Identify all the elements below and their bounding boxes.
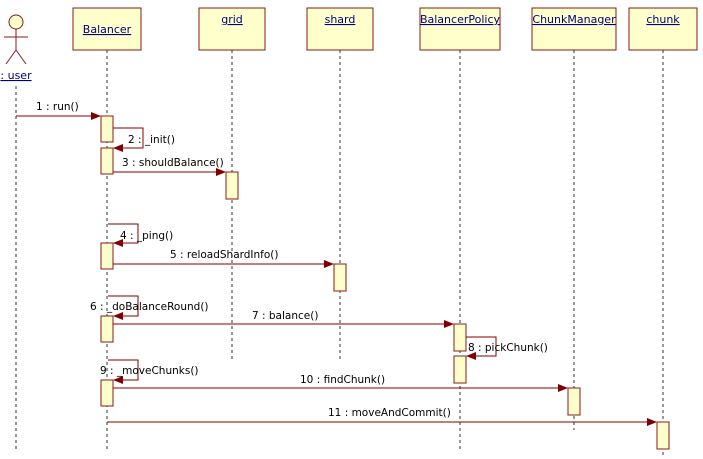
lifeline-chunk-box: [628, 7, 698, 51]
message-balance-label: 7 : balance(): [252, 310, 318, 322]
lifeline-shard-label: shard: [325, 13, 356, 26]
message-dobalanceround-arrow: [108, 295, 139, 320]
message-moveandcommit: 11 : moveAndCommit(): [107, 407, 657, 426]
lifeline-chunk: chunk: [628, 7, 698, 455]
message-init-arrow: [113, 127, 144, 152]
message-movechunks-arrow: [108, 359, 139, 384]
lifeline-balancer-label: Balancer: [83, 23, 132, 36]
message-pickchunk-label: 8 : pickChunk(): [468, 342, 548, 354]
activation-balancer-round: [100, 315, 114, 343]
activation-policy-balance: [453, 323, 467, 352]
message-pickchunk-arrow: [466, 336, 497, 360]
message-ping-label: 4 : _ping(): [120, 230, 173, 242]
message-run-label: 1 : run(): [36, 101, 79, 113]
activation-balancer-init: [100, 147, 114, 175]
message-moveandcommit-label: 11 : moveAndCommit(): [328, 407, 451, 419]
message-findchunk-label: 10 : findChunk(): [300, 374, 385, 386]
message-ping: 4 : _ping(): [108, 223, 173, 247]
actor-left-leg-line: [5, 49, 17, 65]
lifeline-shard-box: [306, 7, 374, 51]
message-balance: 7 : balance(): [113, 310, 454, 328]
activation-shard: [333, 263, 347, 292]
message-run: 1 : run(): [16, 101, 101, 120]
message-ping-arrow: [108, 223, 139, 247]
lifeline-chunkmanager-box: [531, 7, 617, 51]
message-shouldbalance-label: 3 : shouldBalance(): [122, 157, 224, 169]
lifeline-chunk-label: chunk: [646, 13, 680, 26]
lifeline-grid: grid: [198, 7, 266, 360]
activation-balancer-run: [100, 115, 114, 143]
message-dobalanceround: 6 : _doBalanceRound(): [90, 295, 209, 320]
lifeline-chunkmanager-label: ChunkManager: [532, 13, 616, 26]
message-pickchunk: 8 : pickChunk(): [466, 336, 548, 360]
message-dobalanceround-label: 6 : _doBalanceRound(): [90, 301, 209, 313]
message-findchunk: 10 : findChunk(): [113, 374, 568, 392]
message-reloadshardinfo-label: 5 : reloadShardInfo(): [170, 249, 279, 261]
message-init-label: 2 : _init(): [128, 134, 175, 146]
actor-head-icon: [8, 14, 24, 30]
activation-chunkmanager: [567, 387, 581, 416]
activation-balancer-ping: [100, 242, 114, 270]
actor-user: : user: [0, 14, 32, 450]
lifeline-grid-label: grid: [221, 13, 243, 26]
actor-right-leg-line: [15, 49, 27, 65]
activation-policy-pick: [453, 355, 467, 384]
activation-grid: [225, 171, 239, 200]
lifeline-balancerpolicy-label: BalancerPolicy: [420, 13, 501, 26]
message-movechunks: 9 : _moveChunks(): [100, 359, 199, 384]
activation-chunk: [656, 421, 670, 450]
lifeline-shard: shard: [306, 7, 374, 360]
actor-label: : user: [0, 69, 32, 82]
activation-balancer-move: [100, 379, 114, 407]
message-reloadshardinfo: 5 : reloadShardInfo(): [113, 249, 334, 268]
message-shouldbalance: 3 : shouldBalance(): [113, 157, 226, 176]
lifeline-balancerpolicy: BalancerPolicy: [419, 7, 501, 450]
message-init: 2 : _init(): [113, 127, 175, 152]
lifeline-chunkmanager: ChunkManager: [531, 7, 617, 430]
message-movechunks-label: 9 : _moveChunks(): [100, 365, 199, 377]
lifeline-balancer-box: [72, 7, 142, 51]
